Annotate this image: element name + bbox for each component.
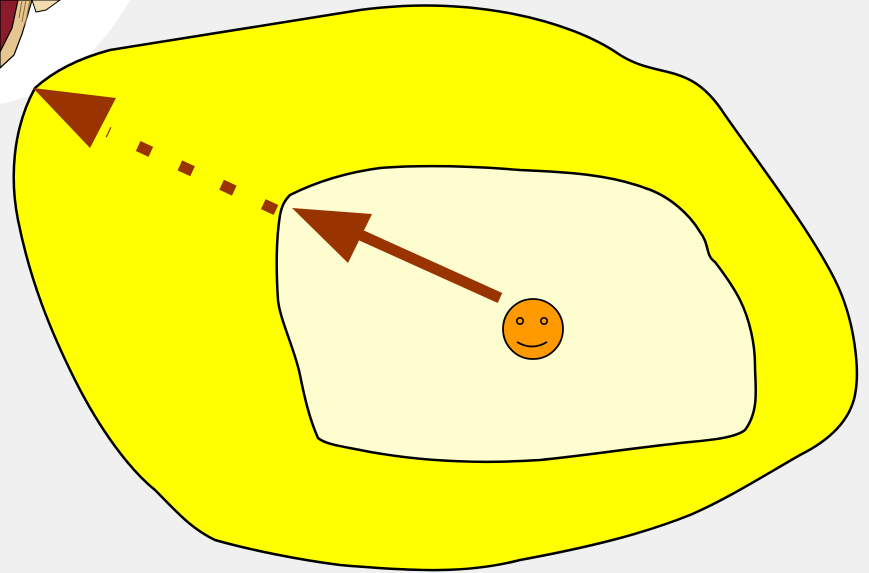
smiley-face-icon (503, 299, 563, 359)
